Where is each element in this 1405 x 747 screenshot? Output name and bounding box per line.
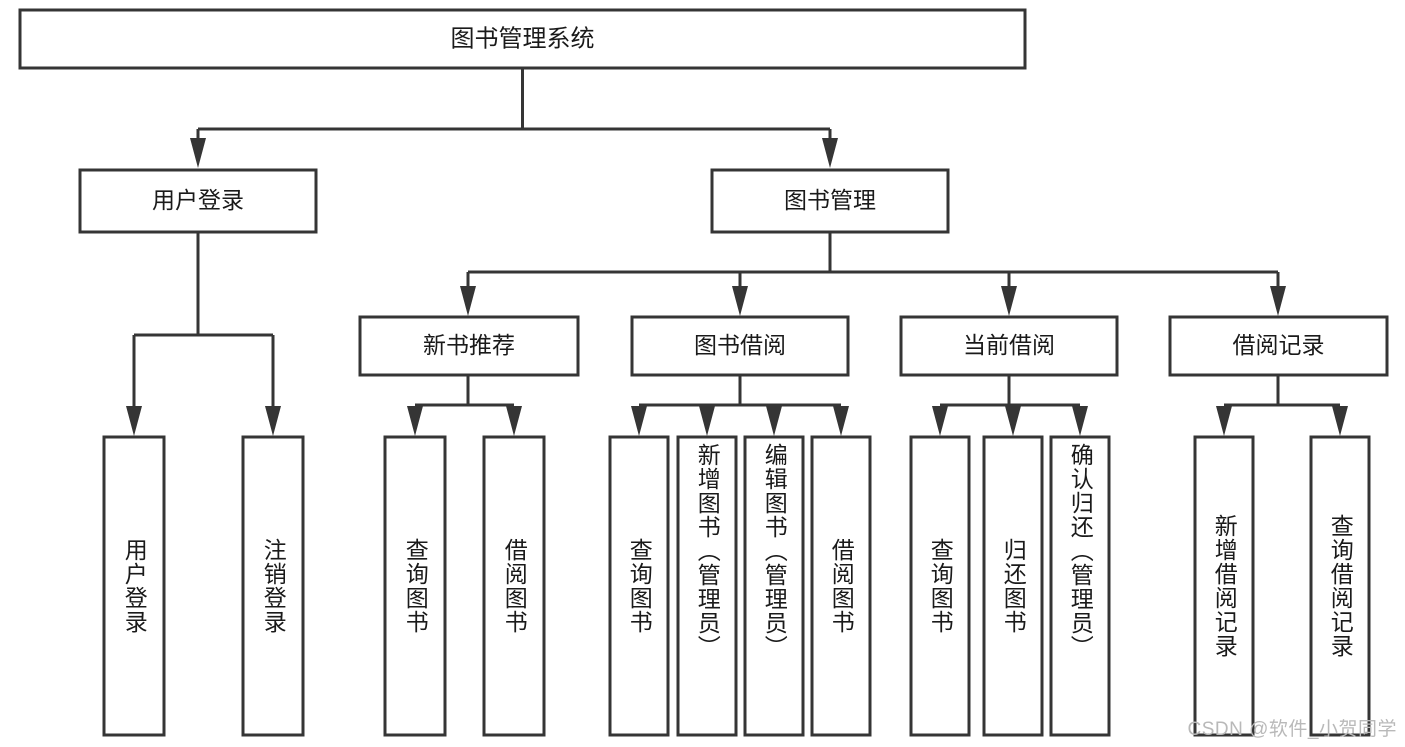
leaf-edit-book-box[interactable]	[743, 435, 805, 737]
borrow-record-label: 借阅记录	[1233, 332, 1325, 358]
node-current-borrow[interactable]: 当前借阅	[899, 315, 1119, 377]
node-book-manage[interactable]: 图书管理	[710, 168, 950, 234]
connector-group-current-borrow	[932, 375, 1088, 436]
connector-group-book-borrow	[631, 375, 849, 436]
book-manage-box[interactable]	[710, 168, 950, 234]
current-borrow-box[interactable]	[899, 315, 1119, 377]
arrow-to-leaf-add-record	[1216, 406, 1232, 436]
user-login-label: 用户登录	[152, 187, 244, 213]
leaf-confirm-return-box[interactable]	[1049, 435, 1111, 737]
connector-group-book-manage	[460, 232, 1286, 316]
leaf-user-login-box[interactable]	[102, 435, 166, 737]
connector-group-user-login	[126, 232, 281, 436]
watermark: CSDN @软件_小贺同学	[1187, 719, 1397, 740]
user-login-box[interactable]	[78, 168, 318, 234]
connector-group-borrow-record	[1216, 375, 1348, 436]
arrow-root-to-book-manage	[822, 138, 838, 168]
arrow-to-leaf-query-book-3	[932, 406, 948, 436]
arrow-to-leaf-query-record	[1332, 406, 1348, 436]
borrow-record-box[interactable]	[1168, 315, 1389, 377]
arrow-to-current-borrow	[1001, 286, 1017, 316]
arrow-to-leaf-query-book-2	[631, 406, 647, 436]
arrow-to-leaf-add-book	[699, 406, 715, 436]
arrow-root-to-user-login	[190, 138, 206, 168]
leaf-boxes	[102, 435, 1371, 737]
leaf-query-book-2-box[interactable]	[608, 435, 670, 737]
leaf-user-logout-box[interactable]	[241, 435, 305, 737]
arrow-to-book-borrow	[732, 286, 748, 316]
node-new-book-rec[interactable]: 新书推荐	[358, 315, 580, 377]
node-book-borrow[interactable]: 图书借阅	[630, 315, 850, 377]
leaf-query-book-1-box[interactable]	[383, 435, 447, 737]
node-user-login[interactable]: 用户登录	[78, 168, 318, 234]
book-manage-label: 图书管理	[784, 187, 876, 213]
book-borrow-box[interactable]	[630, 315, 850, 377]
new-book-rec-label: 新书推荐	[423, 332, 515, 358]
arrow-to-leaf-confirm-return	[1072, 406, 1088, 436]
node-root[interactable]: 图书管理系统	[18, 8, 1027, 70]
book-borrow-label: 图书借阅	[694, 332, 786, 358]
leaf-borrow-book-1-box[interactable]	[482, 435, 546, 737]
current-borrow-label: 当前借阅	[963, 332, 1055, 358]
connector-group-root	[190, 68, 838, 168]
arrow-to-leaf-edit-book	[766, 406, 782, 436]
root-box[interactable]	[18, 8, 1027, 70]
arrow-to-borrow-record	[1270, 286, 1286, 316]
connector-group-new-book-rec	[407, 375, 522, 436]
root-label: 图书管理系统	[451, 25, 595, 52]
arrow-to-leaf-query-book-1	[407, 406, 423, 436]
arrow-to-leaf-user-logout	[265, 406, 281, 436]
leaf-return-book-box[interactable]	[982, 435, 1044, 737]
arrow-to-leaf-borrow-book-2	[833, 406, 849, 436]
arrow-to-leaf-borrow-book-1	[506, 406, 522, 436]
leaf-add-book-box[interactable]	[676, 435, 738, 737]
node-borrow-record[interactable]: 借阅记录	[1168, 315, 1389, 377]
arrow-to-leaf-return-book	[1005, 406, 1021, 436]
arrow-to-leaf-user-login	[126, 406, 142, 436]
leaf-borrow-book-2-box[interactable]	[810, 435, 872, 737]
new-book-rec-box[interactable]	[358, 315, 580, 377]
leaf-add-record-box[interactable]	[1193, 435, 1255, 737]
leaf-query-book-3-box[interactable]	[909, 435, 971, 737]
leaf-query-record-box[interactable]	[1309, 435, 1371, 737]
arrow-to-new-book-rec	[460, 286, 476, 316]
